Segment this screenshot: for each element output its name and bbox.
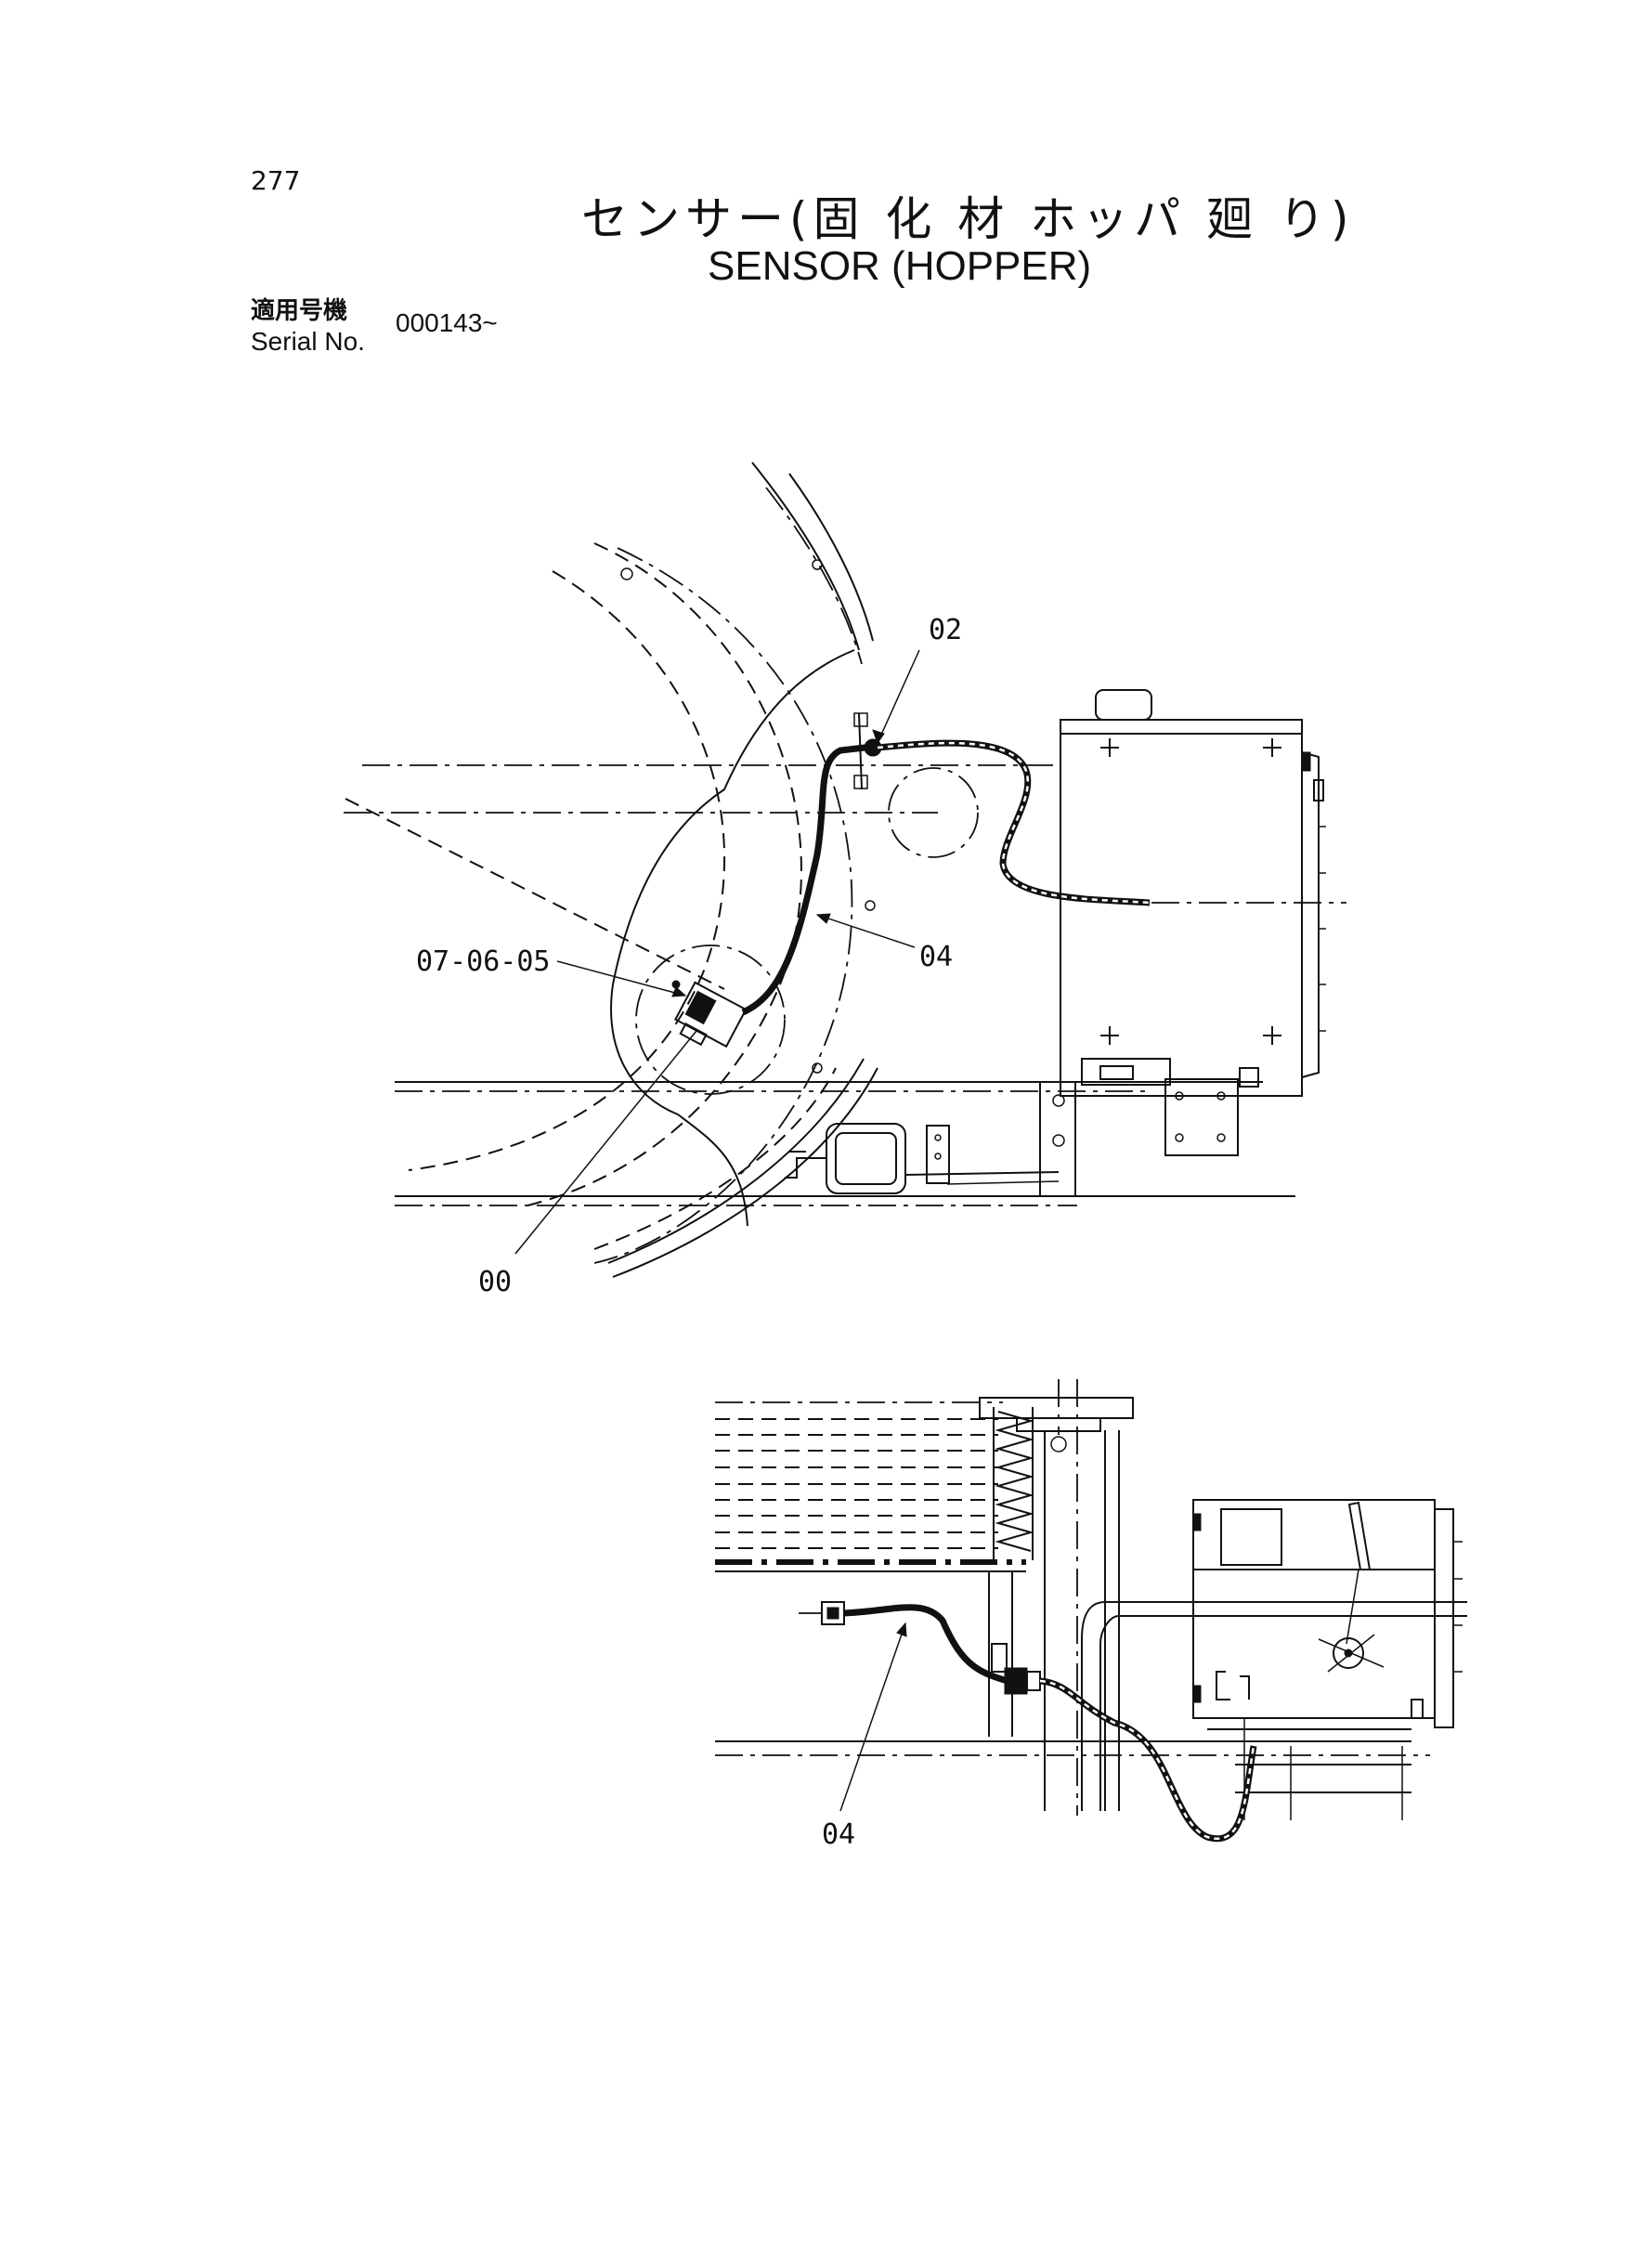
serial-label-english: Serial No. [251,327,365,356]
callout-00: 00 [478,1266,512,1298]
serial-label-japanese: 適用号機 [251,297,348,325]
page-title-english: SENSOR (HOPPER) [708,243,1092,289]
page-title-japanese: センサー(固 化 材 ホッパ 廻 り) [581,192,1355,246]
callout-02: 02 [929,614,962,646]
serial-number-value: 000143~ [396,308,498,337]
callout-07-06-05: 07-06-05 [416,945,551,978]
top-view-drawing: 02 04 07-06-05 00 [344,462,1346,1298]
side-view-drawing: 04 [715,1379,1467,1851]
callout-04-top: 04 [919,941,953,973]
callout-04-side: 04 [822,1818,855,1851]
page-number: 277 [251,165,301,196]
